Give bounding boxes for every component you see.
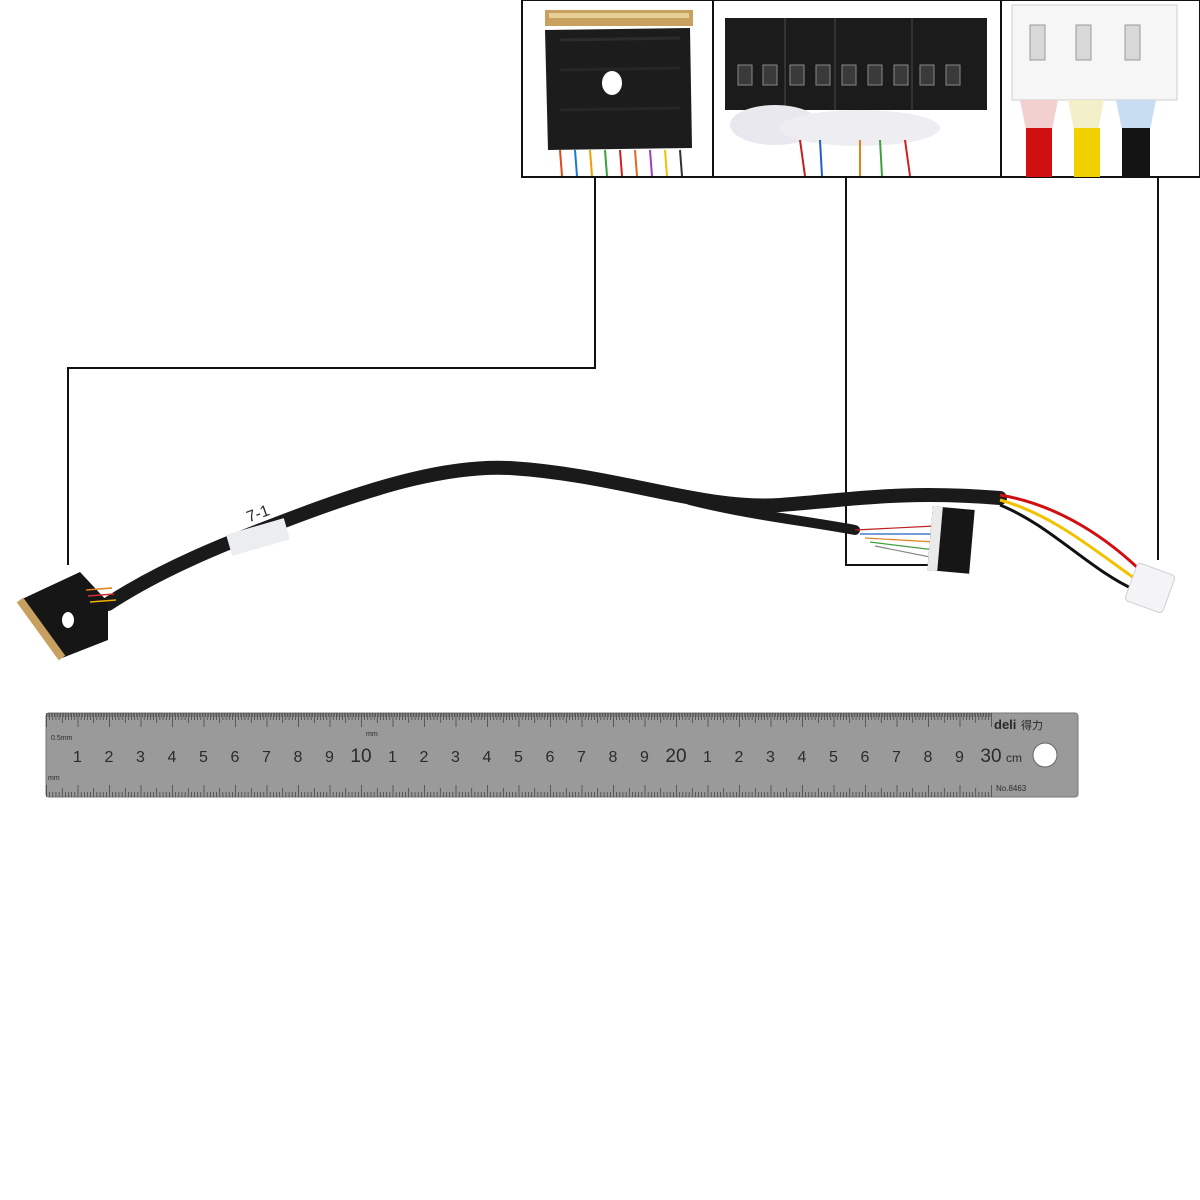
ruler-brand: deli [994, 717, 1016, 732]
ruler-cm-label: 3 [451, 749, 460, 766]
ruler-ticks-top [46, 713, 992, 727]
ruler-cm-label: 5 [514, 749, 523, 766]
ruler-cm-label: 4 [483, 749, 492, 766]
power-lead [999, 493, 1176, 614]
branch-harness [685, 495, 860, 535]
ruler-cm-label: 7 [892, 749, 901, 766]
ruler-unit: cm [1006, 751, 1022, 765]
ruler-cm-label: 2 [105, 749, 114, 766]
ruler-brand-cn: 得力 [1021, 719, 1043, 732]
ruler-cm-label: 1 [388, 749, 397, 766]
ruler-ticks-bottom [46, 785, 992, 797]
ruler-cm-label: 8 [294, 749, 303, 766]
inset-panel-3 [1000, 0, 1200, 178]
ruler-cm-label: 7 [262, 749, 271, 766]
ruler-cm-label: 5 [829, 749, 838, 766]
ruler-cm-label: 8 [609, 749, 618, 766]
ruler-cm-label: 5 [199, 749, 208, 766]
ruler-scale-small: 0.5mm [51, 735, 73, 742]
lvds-connector [16, 572, 117, 661]
ruler-cm-label: 2 [420, 749, 429, 766]
ruler-cm-label: 7 [577, 749, 586, 766]
ruler-cm-label: 6 [861, 749, 870, 766]
ruler-cm-label: 9 [640, 749, 649, 766]
ruler-cm-label: 10 [350, 746, 371, 767]
inset-panel-1 [521, 0, 714, 178]
ruler-cm-label: 8 [924, 749, 933, 766]
ruler-cm-label: 6 [546, 749, 555, 766]
cable-tag: 7-1 [244, 502, 272, 526]
ruler-cm-label: 9 [325, 749, 334, 766]
ruler-cm-label: 4 [168, 749, 177, 766]
ruler-model: No.8463 [996, 784, 1027, 793]
ruler-cm-label: 6 [231, 749, 240, 766]
ruler-cm-label: 1 [703, 749, 712, 766]
ruler-cm-label: 1 [73, 749, 82, 766]
ruler-cm-label: 30 [980, 746, 1001, 767]
socket-connector [854, 506, 975, 574]
ruler-cm-label: 2 [735, 749, 744, 766]
ruler-cm-label: 3 [136, 749, 145, 766]
ruler-cm-label: 20 [665, 746, 686, 767]
ruler-cm-label: 4 [798, 749, 807, 766]
ruler-cm-label: 9 [955, 749, 964, 766]
inset-panel-2 [712, 0, 1002, 178]
ruler-cm-labels: 1 2 3 4 5 6 7 8 9 10 1 2 3 4 5 6 7 8 9 20 1 2 3 4 5 6 7 8 9 30 [73, 746, 1002, 767]
callout-lines [67, 178, 1159, 566]
cable-assembly: 7-1 [16, 460, 1176, 661]
ruler-scale-mm-top: mm [366, 731, 378, 738]
ruler-cm-label: 3 [766, 749, 775, 766]
ruler-scale-mm-bottom: mm [48, 775, 60, 782]
